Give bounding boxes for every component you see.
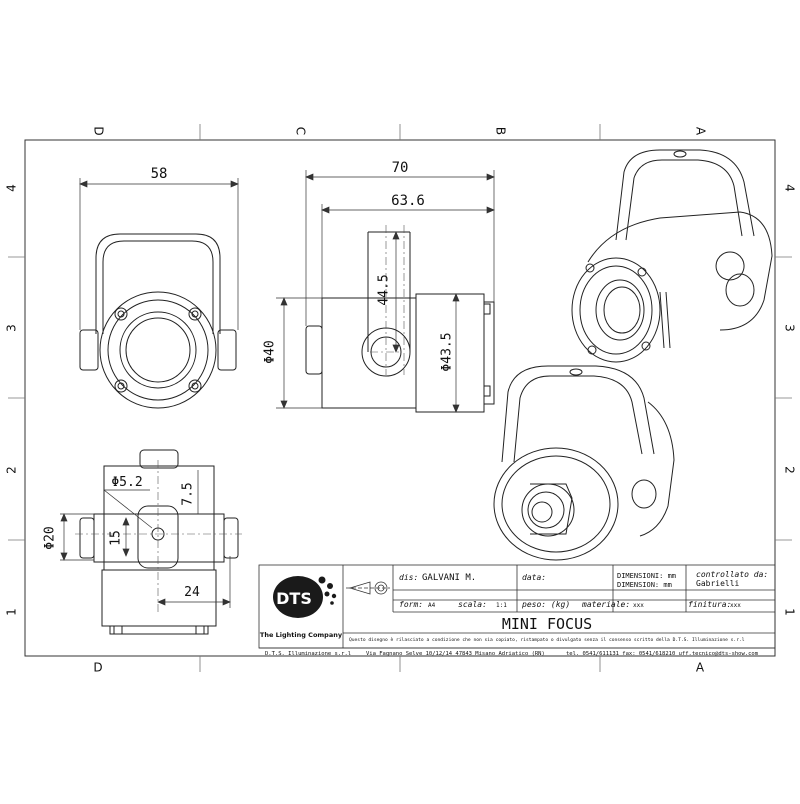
confidentiality-notice: Questo disegno è rilasciato a condizione… [349,636,745,643]
peso-label: peso: (kg) [521,600,570,609]
side-view [305,231,495,413]
isometric-view-rear [493,365,675,561]
data-label: data: [522,573,546,582]
materiale-value: xxx [633,602,644,609]
row-right-3: 3 [783,324,797,332]
drawing-title: MINI FOCUS [502,615,592,633]
dim-63-6: 63.6 [391,193,425,209]
controllato-label: controllato da: [696,570,768,579]
footer-contacts: tel. 0541/611131 fax: 0541/618210 uff.te… [566,651,759,657]
dim-7-5: 7.5 [181,482,196,505]
zone-top-D: D [92,126,106,135]
row-left-1: 1 [5,608,19,616]
form-label: form: [399,600,423,609]
dimensioni-label-2: DIMENSION: mm [617,581,672,589]
row-left-3: 3 [5,324,19,332]
dim-phi-40: Φ40 [263,340,278,363]
dis-value: GALVANI M. [422,573,476,583]
dimensioni-label-1: DIMENSIONI: mm [617,572,676,580]
materiale-label: materiale: [581,600,630,609]
footer-address: Via Fagnano Selve 10/12/14 47843 Misano … [366,651,545,657]
zone-top-B: B [494,127,508,135]
front-view [79,233,237,409]
dim-15: 15 [109,530,124,546]
frame-zone-ticks [8,124,792,672]
dim-58: 58 [151,166,168,182]
dim-phi-5-2: Φ5.2 [111,475,142,490]
finitura-label: finitura: [688,600,731,609]
row-left-4: 4 [5,184,19,192]
side-dim-lines [276,170,495,413]
dim-24: 24 [184,585,200,600]
dts-logo: DTS [273,576,337,618]
scala-label: scala: [458,600,487,609]
dim-70: 70 [392,160,409,176]
finitura-value: xxx [730,602,741,609]
title-block-grid [258,564,776,649]
row-right-4: 4 [783,184,797,192]
zone-bottom-A: A [696,661,705,675]
row-right-1: 1 [783,608,797,616]
zone-top-C: C [294,127,308,135]
dim-58-lines [79,178,239,330]
zone-top-A: A [694,127,708,136]
dts-logo-text: DTS [276,589,312,608]
form-value: A4 [428,602,436,609]
row-left-2: 2 [5,466,19,474]
side-centerlines [370,225,405,375]
dim-phi-20: Φ20 [43,526,58,549]
bottom-centerlines [75,460,242,615]
dim-phi-43-5: Φ43.5 [440,332,455,371]
company-tagline: The Lighting Company [260,631,343,639]
projection-symbol [346,581,390,595]
bottom-view [79,449,239,635]
controllato-value: Gabrielli [696,579,740,588]
isometric-view-front [571,149,773,363]
scala-value: 1:1 [496,602,507,609]
dis-label: dis: [399,573,418,582]
zone-bottom-D: D [93,661,102,675]
bottom-dim-lines [60,470,231,608]
footer-company: D.T.S. Illuminazione s.r.l [265,651,351,657]
row-right-2: 2 [783,466,797,474]
dim-44-5: 44.5 [377,274,392,305]
